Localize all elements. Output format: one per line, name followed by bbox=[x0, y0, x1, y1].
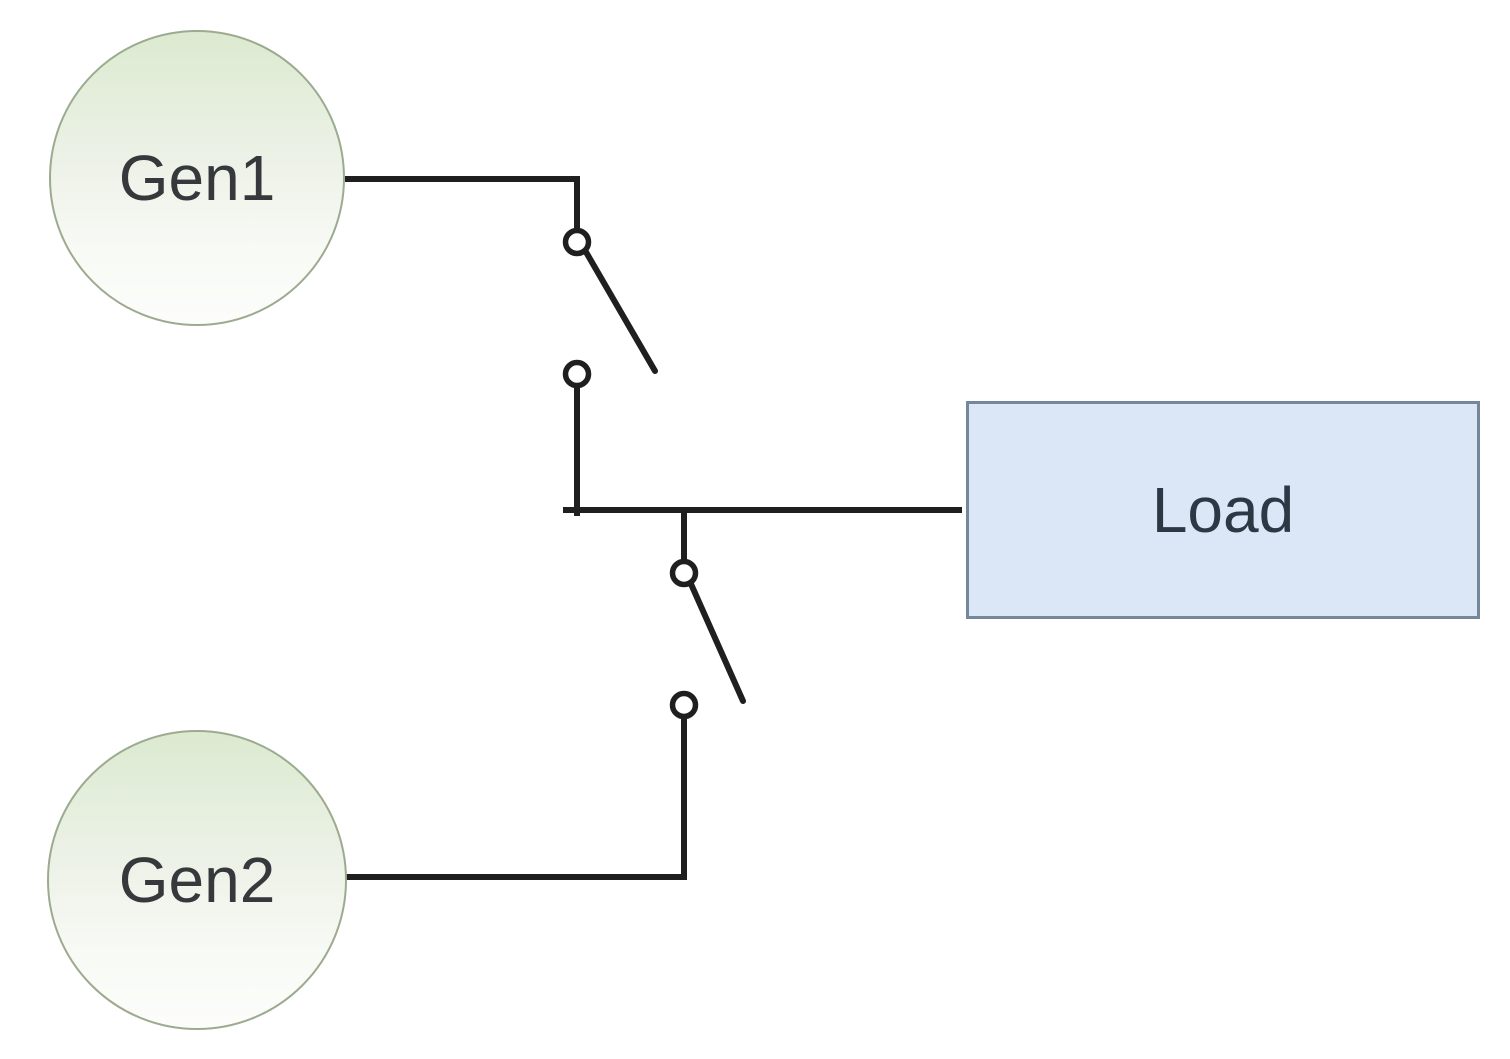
gen1-to-switch1-wire bbox=[345, 176, 580, 228]
switch1-blade-icon bbox=[583, 249, 658, 374]
load-label: Load bbox=[1151, 474, 1295, 546]
load-node: Load bbox=[966, 401, 1480, 619]
switch2-to-gen2-wire bbox=[345, 717, 687, 880]
generator-node-gen1: Gen1 bbox=[49, 30, 345, 326]
switch1-bottom-contact-icon bbox=[562, 359, 592, 389]
switch2-bottom-contact-icon bbox=[669, 690, 699, 720]
switch2-blade-icon bbox=[688, 581, 746, 704]
gen1-label: Gen1 bbox=[118, 142, 276, 214]
gen2-label: Gen2 bbox=[118, 844, 276, 916]
generator-node-gen2: Gen2 bbox=[47, 730, 347, 1030]
switch2-top-contact-icon bbox=[669, 558, 699, 588]
switch1-top-contact-icon bbox=[562, 227, 592, 257]
